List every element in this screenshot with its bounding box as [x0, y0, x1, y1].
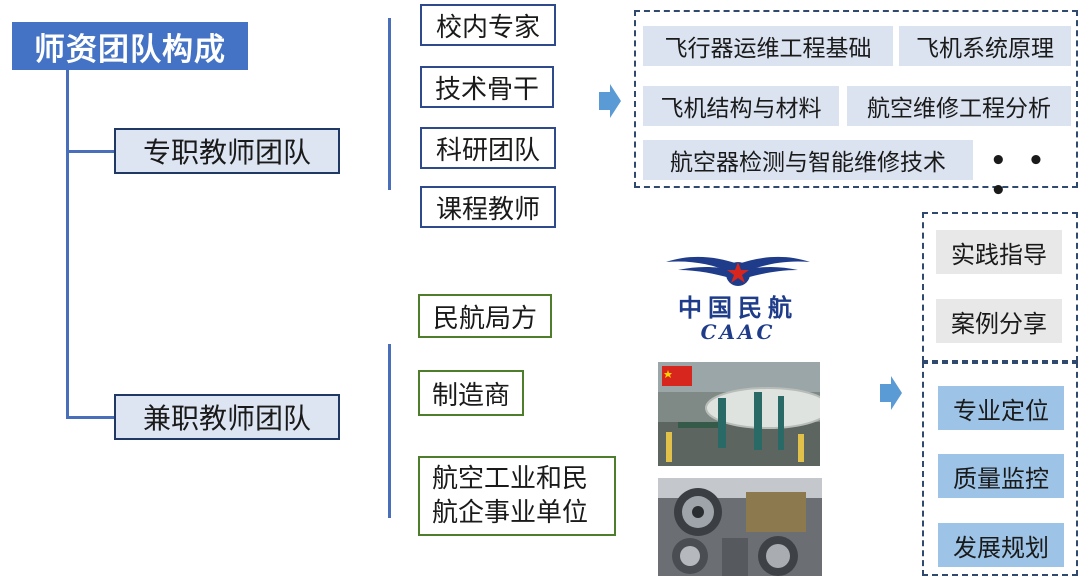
course-item: 航空器检测与智能维修技术 — [643, 140, 973, 180]
parttime-item-manufacturer: 制造商 — [418, 370, 524, 416]
aircraft-assembly-photo — [658, 362, 820, 466]
role-development-planning: 发展规划 — [938, 523, 1064, 567]
caac-logo-english: CAAC — [700, 320, 776, 344]
right-arrow-icon — [880, 376, 902, 410]
parttime-item-aviation-enterprises: 航空工业和民航企事业单位 — [418, 456, 616, 536]
parttime-item-aviation-enterprises-text: 航空工业和民航企事业单位 — [432, 464, 589, 528]
flag-icon — [662, 366, 692, 386]
fulltime-item-course-teachers: 课程教师 — [420, 186, 556, 228]
roles-lower-panel — [922, 362, 1078, 576]
caac-wings-emblem — [666, 256, 810, 286]
courses-panel — [634, 10, 1078, 188]
parttime-item-caac: 民航局方 — [418, 294, 552, 338]
parttime-bracket — [388, 344, 391, 518]
engine-workshop-photo — [658, 478, 822, 576]
role-major-positioning: 专业定位 — [938, 386, 1064, 430]
course-item: 航空维修工程分析 — [847, 86, 1071, 126]
right-arrow-icon — [599, 84, 621, 118]
branch-line-parttime — [66, 416, 114, 419]
fulltime-team-box: 专职教师团队 — [114, 128, 340, 174]
fulltime-item-research-team: 科研团队 — [420, 127, 556, 169]
course-item: 飞机系统原理 — [899, 26, 1071, 66]
branch-line-fulltime — [66, 150, 114, 153]
caac-logo: 中国民航 CAAC — [660, 250, 816, 350]
fulltime-bracket — [388, 18, 391, 190]
course-item: 飞行器运维工程基础 — [643, 26, 893, 66]
fulltime-item-campus-experts: 校内专家 — [420, 4, 556, 46]
roles-upper-panel — [922, 212, 1078, 362]
course-item: 飞机结构与材料 — [643, 86, 839, 126]
role-case-sharing: 案例分享 — [936, 299, 1062, 343]
role-practice-guidance: 实践指导 — [936, 230, 1062, 274]
more-courses-ellipsis: • • • — [990, 146, 1051, 206]
parttime-team-box: 兼职教师团队 — [114, 394, 340, 440]
tree-trunk-line — [66, 70, 69, 418]
diagram-title: 师资团队构成 — [12, 22, 248, 70]
caac-logo-chinese: 中国民航 — [678, 293, 798, 322]
fulltime-item-technical-backbone: 技术骨干 — [420, 66, 554, 108]
role-quality-monitoring: 质量监控 — [938, 454, 1064, 498]
